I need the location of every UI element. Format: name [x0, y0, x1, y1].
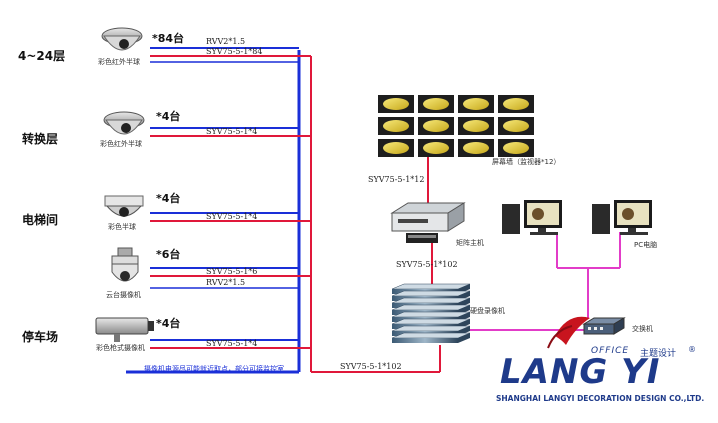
matrix-host-icon	[390, 202, 466, 243]
monitor-wall-label: 屏幕墙（监视器*12）	[492, 158, 561, 166]
floor-label: 停车场	[22, 330, 59, 344]
monitor-image	[383, 98, 409, 110]
monitor-image	[423, 120, 449, 132]
right-connections	[427, 152, 621, 331]
dvr-unit-top	[391, 297, 471, 304]
logo-leaf-icon	[555, 316, 590, 345]
camera-type-label: 云台摄像机	[106, 291, 141, 299]
dvr-unit-top	[391, 325, 471, 332]
dvr-icon	[391, 283, 471, 343]
dvr-unit-top	[391, 290, 471, 297]
camera-count: *6台	[156, 248, 181, 261]
monitor-image	[383, 142, 409, 154]
bullet-camera-icon	[95, 317, 154, 342]
registered-icon: ®	[688, 345, 696, 354]
floor-2-lines	[150, 127, 311, 137]
power-note: 摄像机电源尽可能就近取点，部分可接监控室	[144, 365, 284, 373]
logo-company: SHANGHAI LANGYI DECORATION DESIGN CO.,LT…	[496, 394, 705, 403]
dvr-unit-top	[391, 318, 471, 325]
cable-label: SYV75-5-1*102	[396, 260, 458, 269]
dvr-unit	[392, 338, 458, 343]
logo-office: OFFICE	[591, 346, 630, 356]
cable-label: SYV75-5-1*84	[206, 47, 263, 56]
dvr-unit-top	[391, 304, 471, 311]
pc-icon	[502, 200, 562, 235]
camera-type-label: 彩色半球	[108, 223, 136, 231]
camera-count: *4台	[156, 110, 181, 123]
floor-5-lines	[150, 339, 311, 349]
dvr-unit-top	[391, 283, 471, 290]
dome-camera-icon	[101, 27, 143, 51]
camera-count: *84台	[152, 32, 185, 45]
logo-sub: 主题设计	[640, 349, 677, 359]
floor-label: 转换层	[22, 132, 59, 146]
switch-icon	[582, 317, 626, 335]
logo-brand: LANG YI	[500, 352, 661, 392]
monitor-image	[503, 98, 529, 110]
main-cable-label: SYV75-5-1*102	[340, 362, 402, 371]
cable-label: SYV75-5-1*12	[368, 175, 425, 184]
cable-label: SYV75-5-1*4	[206, 127, 258, 136]
floor-label: 4~24层	[18, 49, 66, 63]
langyi-logo	[547, 316, 590, 349]
dvr-unit-top	[391, 311, 471, 318]
pc-icon	[592, 200, 652, 235]
camera-type-label: 彩色红外半球	[98, 58, 140, 66]
monitor-image	[503, 120, 529, 132]
floor-4-lines	[150, 267, 311, 289]
trunk-lines	[126, 50, 441, 374]
monitor-image	[463, 120, 489, 132]
cable-label: SYV75-5-1*6	[206, 267, 258, 276]
floor-3-lines	[150, 212, 311, 222]
dome-camera-icon	[103, 111, 145, 135]
camera-type-label: 彩色红外半球	[100, 140, 142, 148]
monitor-image	[463, 142, 489, 154]
monitor-image	[383, 120, 409, 132]
camera-type-label: 彩色枪式摄像机	[96, 344, 145, 352]
ptz-camera-icon	[111, 247, 139, 282]
cable-label: SYV75-5-1*4	[206, 339, 258, 348]
switch-label: 交换机	[632, 325, 653, 333]
floor-label: 电梯间	[22, 213, 59, 227]
floor-1-lines	[150, 47, 311, 63]
monitor-wall-icon	[378, 95, 534, 157]
dvr-unit-side	[458, 333, 470, 343]
cable-label: RVV2*1.5	[206, 37, 246, 46]
monitor-image	[503, 142, 529, 154]
monitor-image	[423, 142, 449, 154]
dvr-label: 硬盘录像机	[470, 307, 505, 315]
camera-count: *4台	[156, 192, 181, 205]
cable-label: RVV2*1.5	[206, 278, 246, 287]
dvr-unit-top	[391, 332, 471, 339]
cable-label: SYV75-5-1*4	[206, 212, 258, 221]
monitor-image	[463, 98, 489, 110]
dome-camera-icon	[104, 195, 144, 217]
pc-label: PC电脑	[634, 241, 658, 249]
monitor-image	[423, 98, 449, 110]
camera-count: *4台	[156, 317, 181, 330]
matrix-label: 矩阵主机	[456, 239, 484, 247]
